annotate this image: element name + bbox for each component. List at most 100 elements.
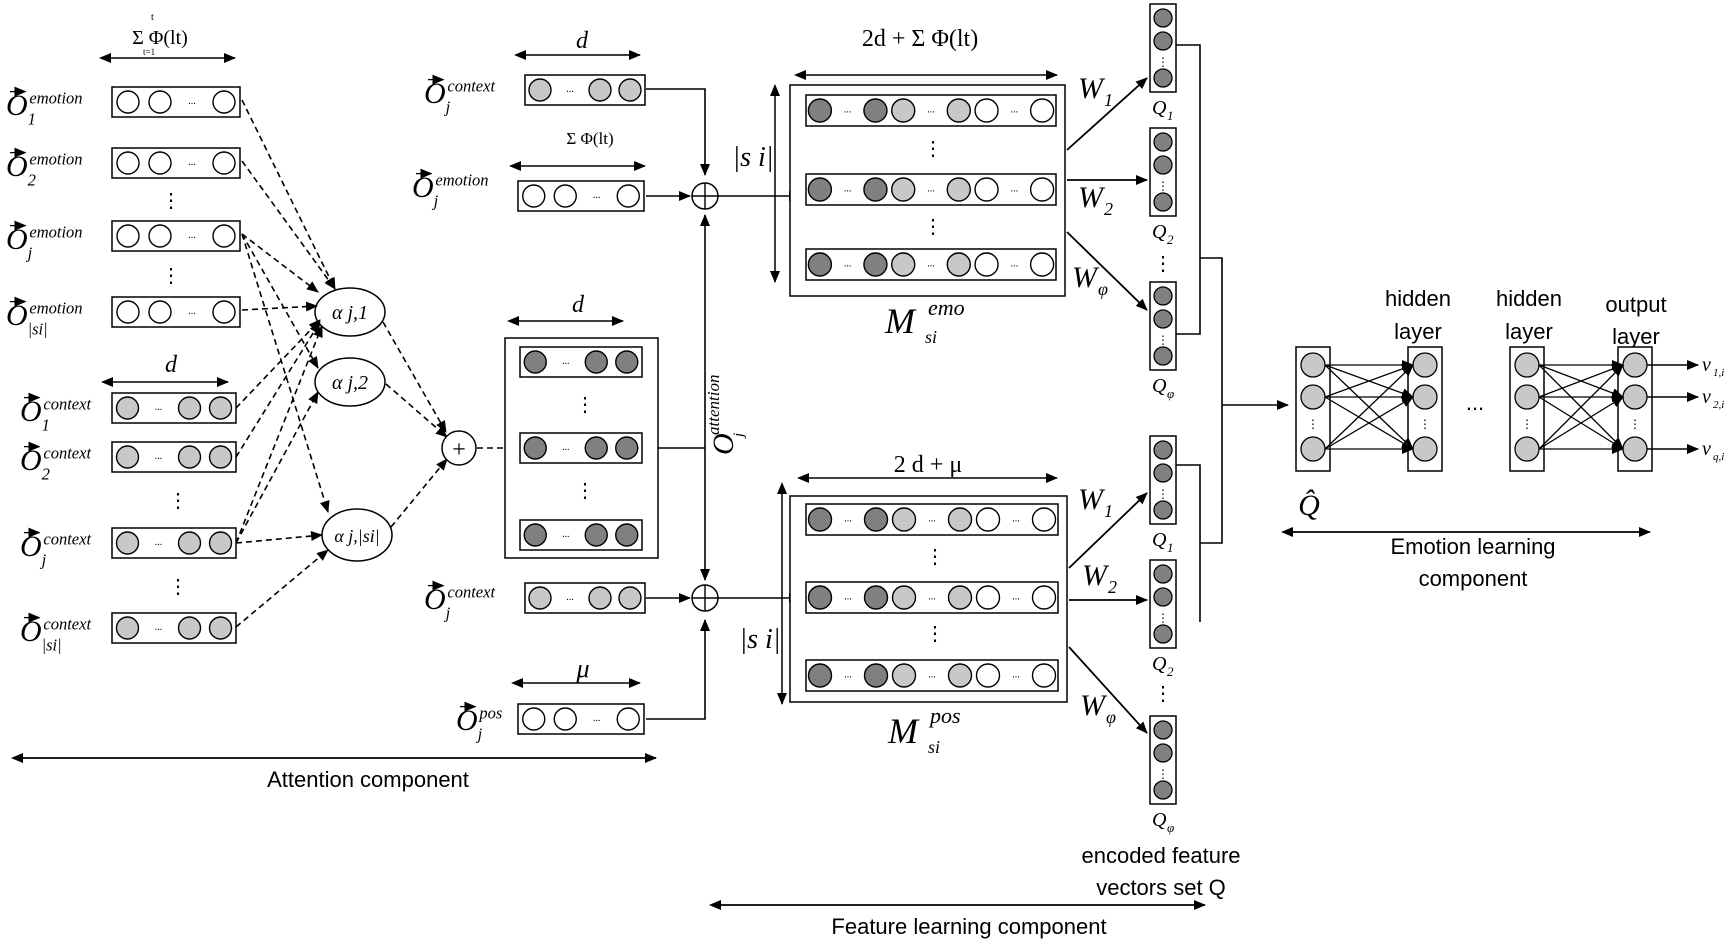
emotion-input-dim-sum: Σ Φ(lt)	[566, 129, 613, 148]
emotion-row-label-2-sub: j	[26, 244, 33, 263]
neuron	[1300, 352, 1326, 378]
ellipsis: ...	[1012, 670, 1020, 681]
q-unit	[1153, 68, 1173, 88]
neuron	[1514, 436, 1540, 462]
vector-unit	[975, 507, 1001, 532]
vector-unit	[208, 531, 233, 555]
vector-unit	[1031, 585, 1057, 610]
vector-unit	[974, 252, 999, 277]
ellipsis: ...	[1011, 105, 1019, 116]
vector-unit	[522, 707, 546, 731]
attention-matrix-row-1: ...	[519, 432, 643, 464]
neuron	[1514, 352, 1540, 378]
vector-unit	[616, 184, 640, 208]
attention-sum-node	[441, 430, 477, 466]
pos-matrix-label: M pos si	[887, 703, 961, 757]
vector-unit	[947, 585, 973, 610]
weight-sub: 1	[1104, 501, 1113, 521]
q-unit	[1153, 743, 1173, 763]
ellipsis: ...	[844, 514, 852, 525]
vector-unit	[807, 177, 833, 202]
q-hat-layer: ⋮	[1295, 346, 1331, 472]
emo-matrix-row-2: .........	[805, 248, 1057, 281]
context-row-label-3-sub: |si|	[42, 636, 62, 655]
pos-matrix-dots-1: ⋮	[925, 546, 945, 568]
vector-unit	[616, 707, 640, 731]
ellipsis: ...	[562, 442, 570, 453]
feature-context-label-top-sup: context	[447, 77, 495, 96]
svg-text:v: v	[1702, 354, 1711, 376]
vector-unit	[588, 586, 612, 610]
weight-sub: 2	[1108, 577, 1117, 597]
q-unit	[1153, 192, 1173, 212]
svg-text:emo: emo	[928, 295, 965, 320]
vector-unit	[115, 531, 140, 555]
vector-unit	[148, 300, 172, 324]
emotion-dim-sum-lower: t=1	[143, 47, 155, 57]
q-label: Q	[1152, 809, 1167, 831]
vector-unit	[584, 436, 608, 460]
neuron	[1412, 384, 1438, 410]
q-unit	[1153, 463, 1173, 483]
vector-unit	[208, 616, 233, 640]
vector-unit	[807, 98, 833, 123]
feature-context-label-top-sub: j	[444, 98, 451, 117]
vector-unit	[115, 616, 140, 640]
alpha-node-2	[314, 357, 386, 407]
q-label: Q	[1152, 529, 1167, 551]
feature-pos-label-base: O	[456, 704, 478, 737]
weight-W: W	[1078, 181, 1106, 214]
vector-unit	[618, 78, 642, 102]
output-layer-line1: output	[1605, 292, 1666, 317]
vector-unit	[115, 396, 140, 420]
ellipsis: ...	[844, 670, 852, 681]
ellipsis: ...	[188, 157, 196, 168]
hidden-layer-1-line1: hidden	[1385, 286, 1451, 311]
svg-text:si: si	[928, 737, 940, 757]
alpha-label-1: α j,1	[332, 302, 368, 324]
ellipsis: ...	[566, 592, 574, 603]
vector-unit	[947, 663, 973, 688]
vector-unit	[975, 663, 1001, 688]
neuron	[1622, 436, 1648, 462]
vector-unit	[212, 90, 236, 114]
svg-text:1,i: 1,i	[1713, 367, 1724, 379]
vector-unit	[1029, 252, 1055, 277]
vector-unit	[863, 507, 889, 532]
emotion-vector-3: ...	[111, 296, 241, 328]
neuron-dots: ⋮	[1521, 417, 1533, 431]
attention-sum-plus: +	[452, 437, 466, 463]
attention-matrix-dots-2: ⋮	[575, 480, 595, 502]
q-unit	[1153, 132, 1173, 152]
vector-unit	[974, 98, 999, 123]
emotion-dim-sum-label: Σ Φ(lt)	[132, 27, 188, 49]
context-row-label-2-sup: context	[43, 530, 91, 549]
emotion-row-label-3-sup: emotion	[29, 299, 82, 318]
vector-unit	[528, 586, 552, 610]
ellipsis: ...	[928, 592, 936, 603]
vector-unit	[807, 507, 833, 532]
q-label: Q	[1152, 97, 1167, 119]
vector-unit	[1031, 663, 1057, 688]
emotion-row-label-0-sub: 1	[28, 110, 36, 129]
feature-learning-component-label: Feature learning component	[831, 914, 1106, 939]
svg-text:2,i: 2,i	[1713, 399, 1724, 411]
attention-matrix-row-0: ...	[519, 346, 643, 378]
q-label-sub: 1	[1167, 108, 1174, 123]
emo-matrix-row-0: .........	[805, 94, 1057, 127]
feature-context-input-bottom: ...	[524, 582, 646, 614]
vector-unit	[947, 507, 973, 532]
